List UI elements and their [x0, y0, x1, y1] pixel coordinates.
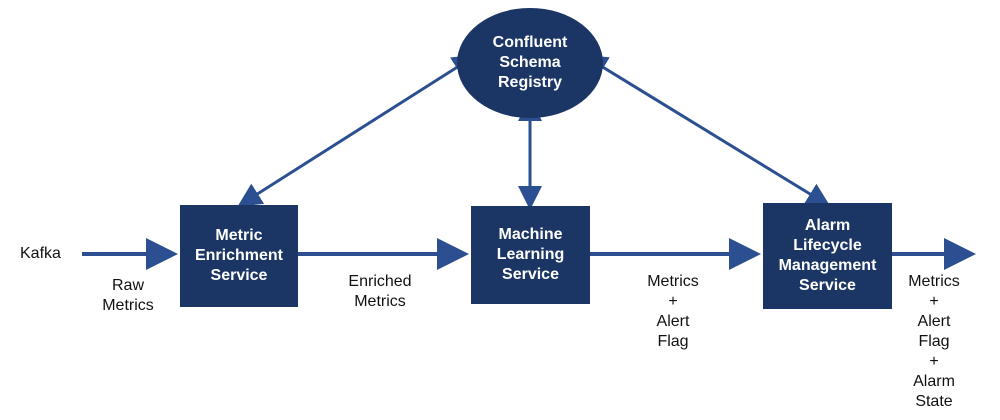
kafka-label: Kafka — [20, 245, 61, 262]
arrow-registry-enrichment — [237, 54, 477, 207]
enriched-metrics-label: Enriched Metrics — [348, 273, 412, 310]
metric-enrichment-service-node: Metric Enrichment Service — [180, 205, 298, 307]
alarm-lifecycle-management-service-node: Alarm Lifecycle Management Service — [763, 203, 892, 309]
machine-learning-service-node: Machine Learning Service — [471, 206, 590, 304]
raw-metrics-label: Raw Metrics — [102, 277, 154, 314]
metrics-alert-flag-label: Metrics + Alert Flag — [647, 273, 699, 350]
schema-registry-node: Confluent Schema Registry — [457, 8, 603, 118]
metrics-alert-alarm-state-label: Metrics + Alert Flag + Alarm State — [908, 273, 960, 410]
arrow-registry-alarm — [583, 55, 831, 207]
